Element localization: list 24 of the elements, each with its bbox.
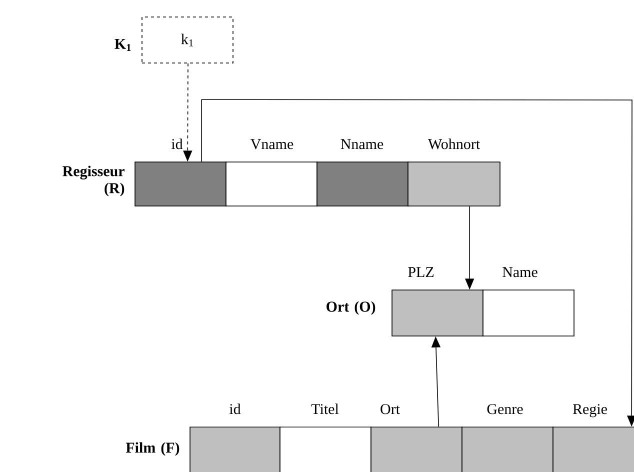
node-label: Nname [340,139,384,150]
table-cell: id [190,404,280,472]
table-cell: Regie [552,404,634,472]
node-label: Wohnort [428,138,480,150]
node-label: Regie [572,404,607,418]
node-label: id [171,138,183,150]
node-label: Genre [487,404,523,414]
table-cell: Name [482,267,574,336]
table-cell: Genre [462,404,554,472]
table-cell: Vname [226,139,318,206]
table-cell: PLZ [392,267,484,336]
key-box: k$_{1}$ [142,16,234,64]
table-cell: Titel [280,404,372,472]
table-cell: Ort [370,404,462,472]
node-label: Vname [250,139,294,150]
node-label: Ort [380,404,400,414]
table-cell: id [134,138,226,206]
node-label: PLZ [408,267,434,278]
table-cell: Wohnort [408,138,500,206]
node-label: id [229,404,241,414]
table-cell: Nname [316,139,408,206]
node-label: Name [502,267,538,278]
node-label: Titel [311,404,339,414]
key-label: K$_{1}$ [114,39,131,51]
